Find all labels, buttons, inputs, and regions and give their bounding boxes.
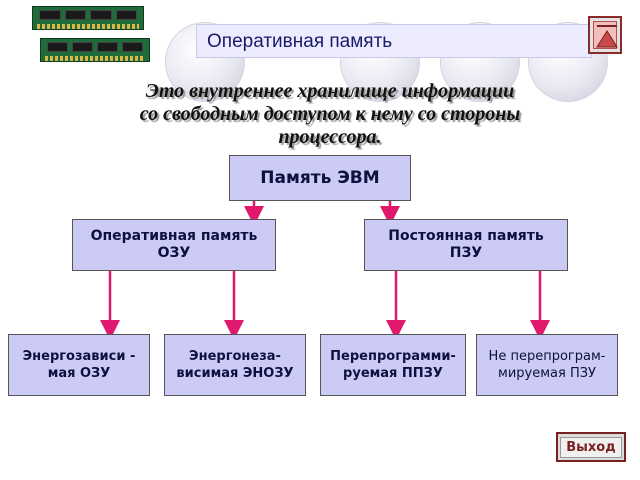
diagram-node-nonreprogrammable-rom: Не перепрограм- мируемая ПЗУ — [476, 334, 618, 396]
diagram-node-volatile-ram: Энергозависи - мая ОЗУ — [8, 334, 150, 396]
diagram-node-reprogrammable-rom: Перепрограмми- руемая ППЗУ — [320, 334, 466, 396]
diagram-node-rom: Постоянная память ПЗУ — [364, 219, 568, 271]
diagram-root-node: Память ЭВМ — [229, 155, 411, 201]
diagram-node-nonvolatile-ram: Энергонеза- висимая ЭНОЗУ — [164, 334, 306, 396]
exit-button[interactable]: Выход — [556, 432, 626, 462]
exit-button-label: Выход — [560, 437, 621, 458]
diagram-node-ram: Оперативная память ОЗУ — [72, 219, 276, 271]
